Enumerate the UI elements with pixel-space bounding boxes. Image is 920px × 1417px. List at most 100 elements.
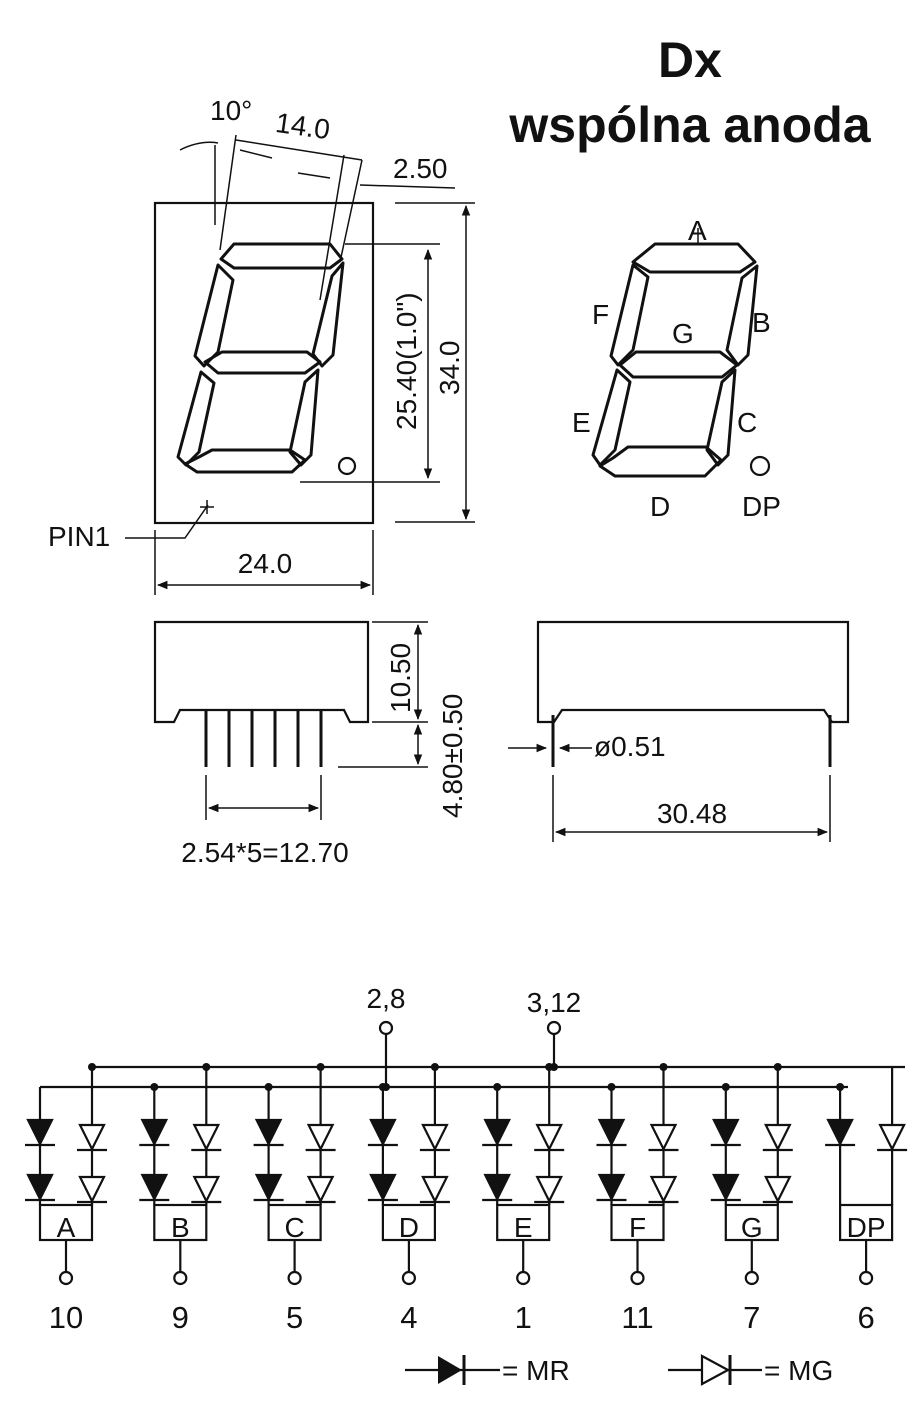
outline-diode	[78, 1175, 106, 1204]
outline-diode	[421, 1123, 449, 1152]
segment-map: A B C D E F G DP	[572, 215, 781, 522]
body-height-label: 34.0	[434, 341, 465, 396]
pin-number: 11	[621, 1300, 653, 1335]
segment-box-label: G	[741, 1212, 763, 1243]
side-height-label: 10.50	[385, 643, 416, 713]
filled-diode	[369, 1118, 397, 1147]
body-width-label: 24.0	[238, 548, 293, 579]
segment-box-label: A	[57, 1212, 76, 1243]
junction-dot	[545, 1063, 554, 1071]
segment-box-label: C	[284, 1212, 304, 1243]
outline-diode	[535, 1123, 563, 1152]
pin-terminal	[630, 1270, 645, 1286]
filled-diode	[597, 1118, 626, 1147]
front-view-digit	[176, 242, 357, 476]
title-line-1: Dx	[658, 32, 722, 88]
segment-box-label: F	[629, 1212, 646, 1243]
segment-label-g: G	[672, 318, 694, 349]
pin-span-label: 2.54*5=12.70	[181, 837, 348, 868]
pin-number: 6	[857, 1300, 874, 1335]
common-pin-terminal-1	[378, 1020, 394, 1036]
segment-box-label: DP	[847, 1212, 886, 1243]
legend: = MR = MG	[405, 1354, 833, 1386]
junction-dot	[202, 1063, 211, 1071]
side-view: 10.50 4.80±0.50 2.54*5=12.70	[153, 620, 468, 868]
pin-terminal	[287, 1270, 302, 1286]
slant-width-label: 14.0	[274, 107, 332, 145]
pin-number: 9	[172, 1300, 189, 1335]
segment-box-label: E	[514, 1212, 533, 1243]
pin-number: 4	[400, 1300, 417, 1335]
outline-diode	[306, 1123, 335, 1152]
pin-number: 7	[743, 1300, 760, 1335]
filled-diode	[369, 1173, 397, 1202]
outline-diode	[764, 1175, 792, 1204]
segment-label-a: A	[688, 215, 707, 246]
row-spacing-label: 30.48	[657, 798, 727, 829]
outline-diode	[764, 1123, 792, 1152]
filled-diode-symbol	[405, 1355, 500, 1385]
outline-diode	[649, 1123, 678, 1152]
end-view: ø0.51 30.48	[508, 620, 850, 842]
pin-terminal	[173, 1270, 188, 1286]
filled-diode	[712, 1118, 740, 1147]
junction-dot	[773, 1063, 782, 1071]
junction-dot	[430, 1063, 439, 1071]
filled-diode	[254, 1173, 283, 1202]
segment-label-e: E	[572, 407, 591, 438]
front-view-dp-dot	[337, 456, 357, 476]
outline-diode	[878, 1123, 906, 1152]
segment-map-dp-dot	[749, 455, 771, 477]
common-pin-label-2: 3,12	[527, 987, 582, 1018]
filled-diode	[26, 1118, 54, 1147]
legend-mr-label: = MR	[502, 1355, 570, 1386]
front-view-body	[153, 201, 375, 525]
junction-dot	[493, 1083, 502, 1091]
title-line-2: wspólna anoda	[508, 97, 871, 153]
pin-terminal	[58, 1270, 74, 1286]
filled-diode	[483, 1173, 511, 1202]
pin-number: 10	[49, 1300, 83, 1335]
junction-dot	[150, 1083, 159, 1091]
filled-diode	[483, 1118, 511, 1147]
segment-label-f: F	[592, 299, 609, 330]
pin-terminal	[744, 1270, 759, 1286]
junction-dot	[316, 1063, 325, 1071]
pin-terminal	[516, 1270, 531, 1286]
segment-box-label: B	[171, 1212, 190, 1243]
outline-diode	[78, 1123, 106, 1152]
front-view: 10° 14.0 2.50 25.40(1.0") 34.0 PIN1 24.0	[48, 95, 475, 595]
segment-label-dp: DP	[742, 491, 781, 522]
filled-diode	[826, 1118, 854, 1147]
junction-dot	[378, 1083, 387, 1091]
filled-diode	[26, 1173, 54, 1202]
digit-height-label: 25.40(1.0")	[391, 292, 422, 430]
filled-diode	[140, 1118, 169, 1147]
outline-diode	[421, 1175, 449, 1204]
segment-label-b: B	[752, 307, 771, 338]
junction-dot	[88, 1063, 96, 1071]
pin-length-label: 4.80±0.50	[437, 694, 468, 818]
pin-number: 5	[286, 1300, 303, 1335]
outline-diode-symbol	[668, 1354, 762, 1386]
outline-diode	[306, 1175, 335, 1204]
legend-mg-label: = MG	[764, 1355, 833, 1386]
filled-diode	[254, 1118, 283, 1147]
outline-diode	[192, 1123, 221, 1152]
junction-dot	[264, 1083, 273, 1091]
pin1-label: PIN1	[48, 521, 110, 552]
filled-diode	[597, 1173, 626, 1202]
top-offset-label: 2.50	[393, 153, 448, 184]
pin-terminal	[401, 1270, 416, 1286]
junction-dot	[836, 1083, 845, 1091]
filled-diode	[140, 1173, 169, 1202]
common-pin-terminal-2	[546, 1020, 562, 1036]
outline-diode	[649, 1175, 678, 1204]
filled-diode	[712, 1173, 740, 1202]
junction-dot	[659, 1063, 668, 1071]
pin-terminal	[858, 1270, 874, 1286]
outline-diode	[192, 1175, 221, 1204]
segment-box-label: D	[399, 1212, 419, 1243]
